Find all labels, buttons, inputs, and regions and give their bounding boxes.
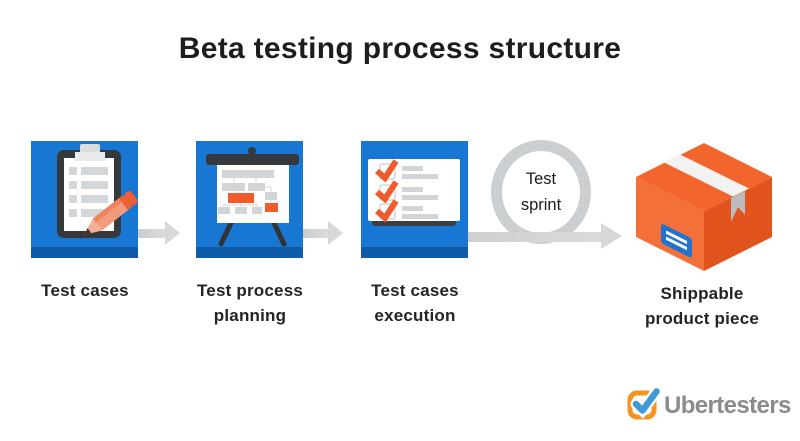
- arrow-head: [165, 221, 180, 245]
- page-title: Beta testing process structure: [178, 32, 622, 65]
- arrow-shaft: [136, 229, 165, 238]
- flowchart-highlight-boxes: [228, 193, 278, 212]
- arrow-head: [328, 221, 343, 245]
- label-line: Test process: [196, 281, 304, 300]
- flowchart-boxes: [218, 170, 277, 214]
- tile-base-shadow: [196, 247, 303, 258]
- step-tile-test-cases-execution: [361, 141, 468, 258]
- easel-knob: [248, 147, 256, 155]
- step-label-test-process-planning: Test process planning: [175, 278, 325, 328]
- arrow-shaft: [462, 232, 601, 242]
- arrow-shaft: [299, 229, 328, 238]
- sprint-label: Test sprint: [521, 166, 561, 218]
- flowchart-connectors: [223, 178, 272, 207]
- shipping-box-icon: [636, 143, 772, 271]
- label-line: Shippable: [660, 284, 744, 303]
- step-label-test-cases-execution: Test cases execution: [340, 278, 490, 328]
- easel-leg-left: [218, 218, 235, 247]
- clipboard-pencil-icon: [57, 144, 138, 238]
- ubertesters-logo-text: Ubertesters: [664, 392, 791, 419]
- checklist-items: [375, 159, 438, 223]
- tile-base-shadow: [361, 247, 468, 258]
- clipboard-clip: [75, 152, 105, 161]
- flow-arrow-1: [136, 221, 180, 245]
- label-line: planning: [213, 306, 287, 325]
- easel-flowchart-icon: [206, 147, 299, 247]
- box-tape: [661, 152, 752, 199]
- easel-top-bar: [206, 154, 299, 165]
- checklist-icon: [368, 159, 460, 226]
- label-line: Test cases: [41, 281, 129, 300]
- label-line: execution: [374, 306, 456, 325]
- logo-check: [632, 388, 660, 414]
- easel-leg-right: [270, 218, 287, 247]
- checklist-rows: [69, 167, 108, 217]
- checkbox-check-icon: [627, 386, 662, 420]
- step-tile-test-process-planning: [196, 141, 303, 258]
- ubertesters-logo: Ubertesters: [626, 384, 791, 422]
- box-right-face: [704, 177, 772, 271]
- tile-base-shadow: [31, 247, 138, 258]
- box-tape-tab: [731, 191, 745, 222]
- label-line: product piece: [644, 309, 760, 328]
- sprint-label-line1: Test: [525, 170, 557, 188]
- sprint-label-line2: sprint: [520, 196, 562, 214]
- step-label-shippable-product-piece: Shippable product piece: [617, 281, 787, 331]
- step-label-test-cases: Test cases: [10, 278, 160, 303]
- label-line: Test cases: [371, 281, 459, 300]
- pencil: [84, 191, 138, 235]
- step-tile-test-cases: [31, 141, 138, 258]
- flow-arrow-3: [462, 223, 624, 250]
- shipping-label: [661, 224, 692, 258]
- arrow-head: [601, 223, 622, 249]
- flow-arrow-2: [299, 221, 343, 245]
